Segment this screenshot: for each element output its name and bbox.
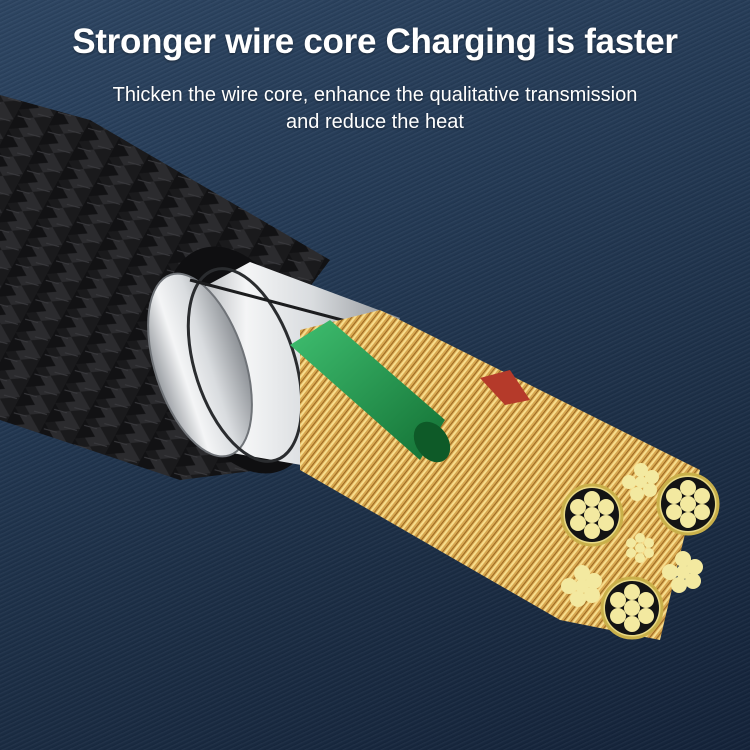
strand-end-bundles xyxy=(560,463,720,640)
subheadline: Thicken the wire core, enhance the quali… xyxy=(0,82,750,136)
green-insulation xyxy=(290,320,445,460)
subheadline-line-2: and reduce the heat xyxy=(286,111,464,133)
subheadline-line-1: Thicken the wire core, enhance the quali… xyxy=(112,84,638,106)
headline: Stronger wire core Charging is faster xyxy=(72,22,678,61)
red-insulation xyxy=(480,370,530,405)
